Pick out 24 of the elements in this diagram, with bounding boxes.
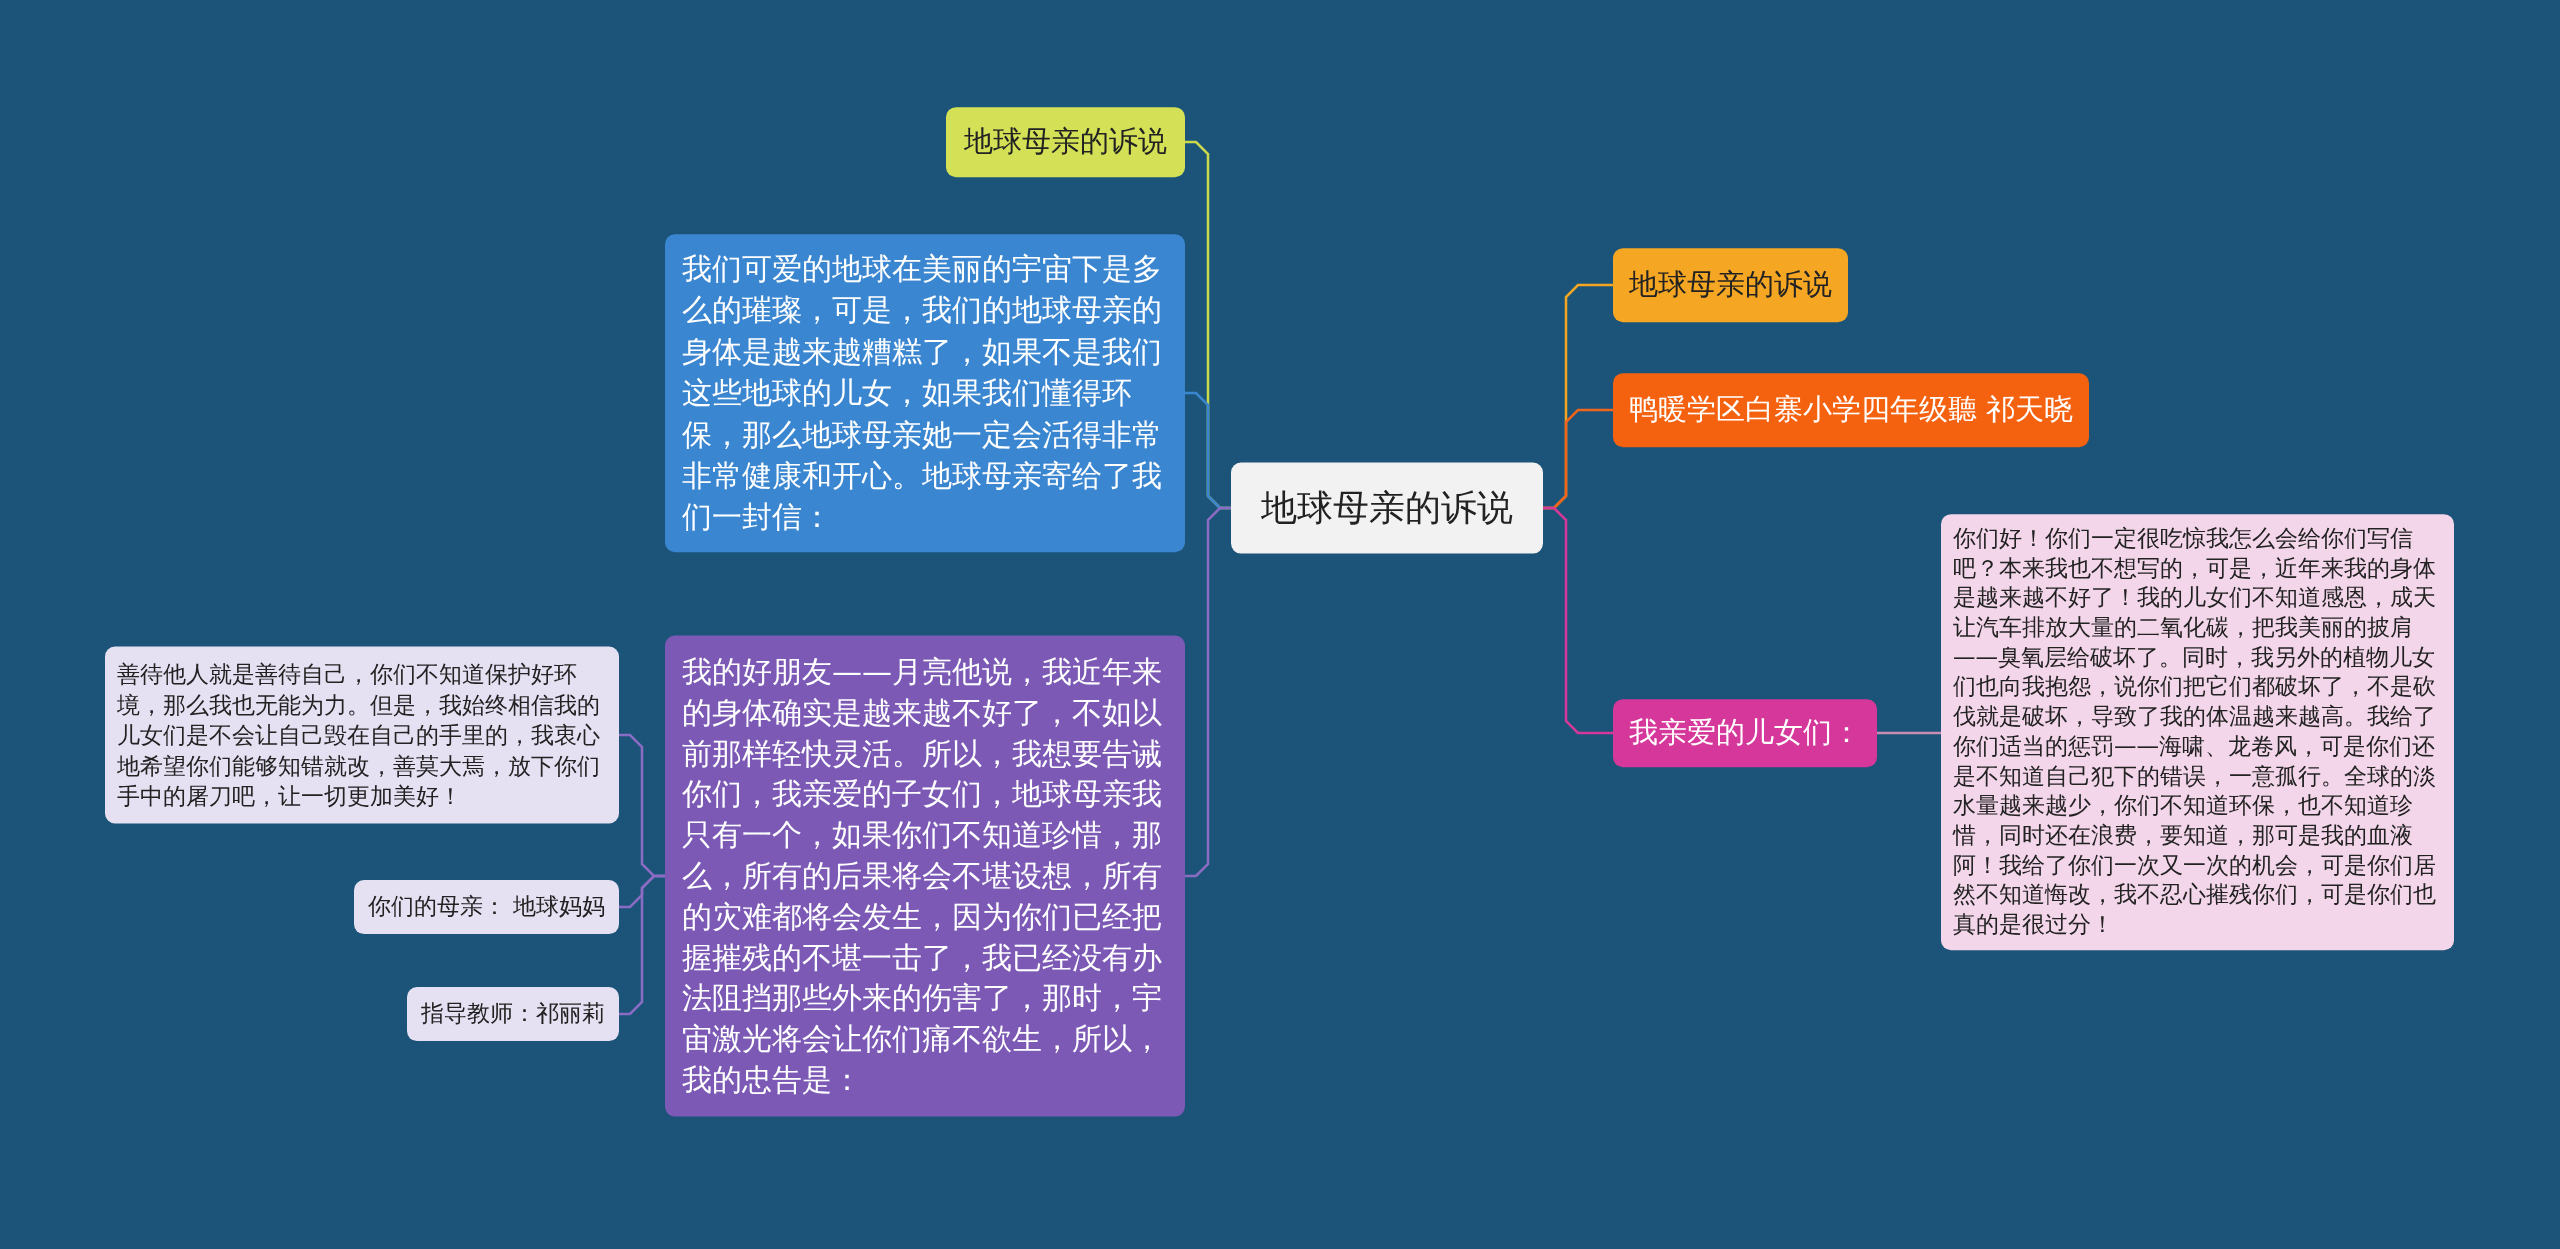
topic-box bbox=[1613, 699, 1877, 767]
topic-text: 你们的母亲： 地球妈妈 bbox=[367, 892, 605, 922]
topic-box bbox=[353, 880, 619, 934]
connector-line bbox=[1543, 506, 1613, 735]
connector-line bbox=[1185, 506, 1231, 878]
topic-text: 我亲爱的儿女们： bbox=[1629, 714, 1861, 752]
topic-text: 善待他人就是善待自己，你们不知道保护好环境，那么我也无能为力。但是，我始终相信我的儿女们是不会让自己毁在自己的手里的，我衷心地希望你们能够知错就改，善莫大焉，放下你们手中的屠刀吧，让一切更加美好！ bbox=[117, 659, 601, 811]
topic-box bbox=[1613, 373, 2090, 447]
topic-text: 我的好朋友——月亮他说，我近年来的身体确实是越来越不好了，不如以前那样轻快灵活。所以，我想要告诫你们，我亲爱的子女们，地球母亲我只有一个，如果你们不知道珍惜，那么，所有的后果将会不堪设想，所有的灾难都将会发生，因为你们已经把握摧残的不堪一击了，我已经没有办法阻挡那些外来的伤害了，那时，宇宙激光将会让你们痛不欲生，所以，我的忠告是： bbox=[682, 652, 1163, 1099]
topic-text: 指导教师：祁丽莉 bbox=[421, 999, 605, 1029]
connector-line bbox=[1877, 731, 1941, 735]
topic-text: 我们可爱的地球在美丽的宇宙下是多么的璀璨，可是，我们的地球母亲的身体是越来越糟糕了，如果不是我们这些地球的儿女，如果我们懂得环保，那么地球母亲她一定会活得非常非常健康和开心。地球母亲寄给了我们一封信： bbox=[682, 250, 1163, 537]
topic-box bbox=[105, 646, 619, 824]
topic-text: 地球母亲的诉说 bbox=[964, 123, 1167, 161]
topic-box bbox=[1613, 248, 1848, 322]
connector-line bbox=[619, 874, 665, 1016]
topic-text: 你们好！你们一定很吃惊我怎么会给你们写信吧？本来我也不想写的，可是，近年来我的身体是越来越不好了！我的儿女们不知道感恩，成天让汽车排放大量的二氧化碳，把我美丽的披肩——臭氧层给破坏了。同时，我另外的植物儿女们也向我抱怨，说你们把它们都破坏了，不是砍伐就是破坏，导致了我的体温越来越高。我给了你们适当的惩罚——海啸、龙卷风，可是你们还是不知道自己犯下的错误，一意孤行。全球的淡水量越来越少，你们不知道环保，也不知道珍惜，同时还在浪费，要知道，那可是我的血液阿！我给了你们一次又一次的机会，可是你们居然不知道悔改，我不忍心摧残你们，可是你们也真的是很过分！ bbox=[1953, 524, 2437, 940]
topic-text: 地球母亲的诉说 bbox=[1261, 485, 1513, 530]
topic-box bbox=[407, 987, 619, 1041]
topic-box bbox=[946, 107, 1185, 177]
central-topic-box bbox=[1231, 462, 1543, 554]
topic-text: 鸭暖学区白寨小学四年级聽 祁天晓 bbox=[1629, 391, 2074, 429]
topic-text: 地球母亲的诉说 bbox=[1629, 266, 1832, 304]
topic-box bbox=[665, 234, 1185, 552]
